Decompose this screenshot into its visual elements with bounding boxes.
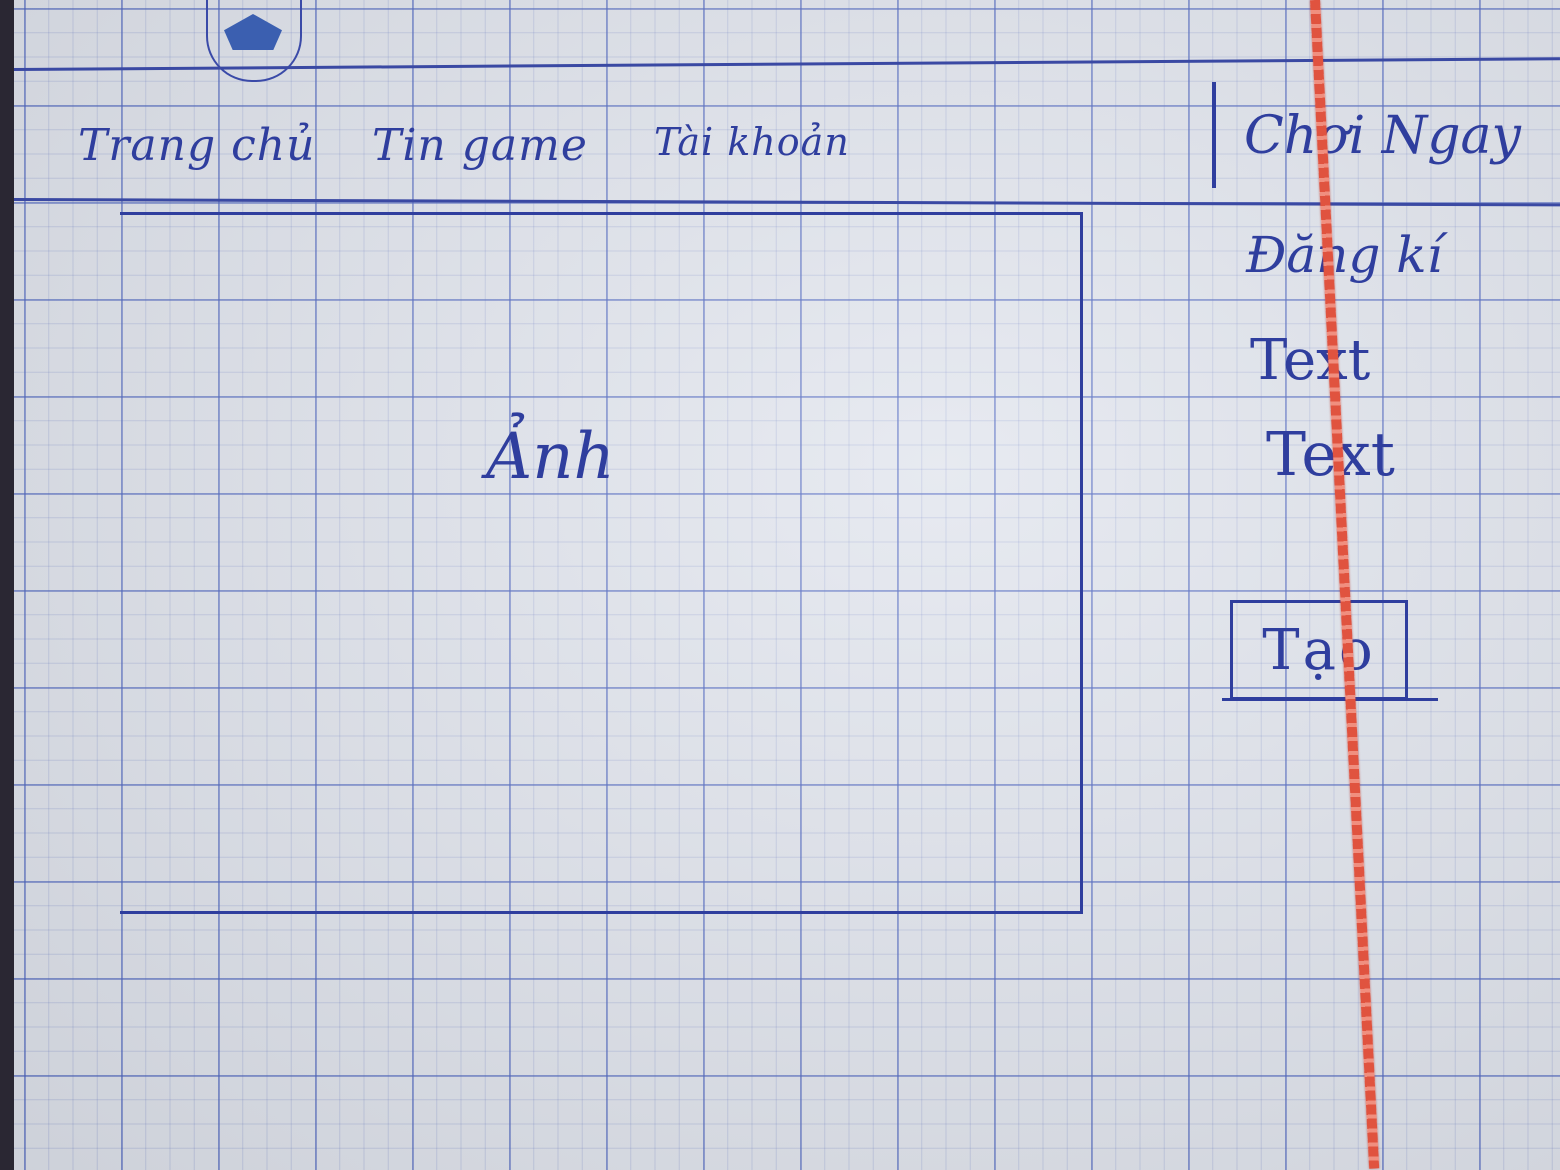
create-button-underline [1222, 698, 1438, 701]
play-now-button[interactable]: Chơi Ngay [1244, 106, 1521, 166]
image-placeholder [120, 212, 1083, 914]
nav-item-game-news[interactable]: Tin game [372, 120, 588, 171]
register-link[interactable]: Đăng kí [1246, 226, 1443, 284]
nav-item-home[interactable]: Trang chủ [78, 120, 316, 171]
logo-icon[interactable] [206, 0, 302, 82]
image-placeholder-label: Ảnh [486, 420, 615, 494]
house-logo-icon [224, 14, 282, 50]
sketch-paper: Trang chủ Tin game Tài khoản Chơi Ngay Ả… [13, 0, 1560, 1170]
sidebar-text-2: Text [1266, 420, 1395, 490]
sidebar-text-1: Text [1250, 328, 1371, 393]
create-button-label: Tạo [1262, 617, 1376, 683]
create-button[interactable]: Tạo [1230, 600, 1408, 700]
header-divider [1212, 82, 1216, 188]
nav-item-account[interactable]: Tài khoản [654, 120, 850, 164]
